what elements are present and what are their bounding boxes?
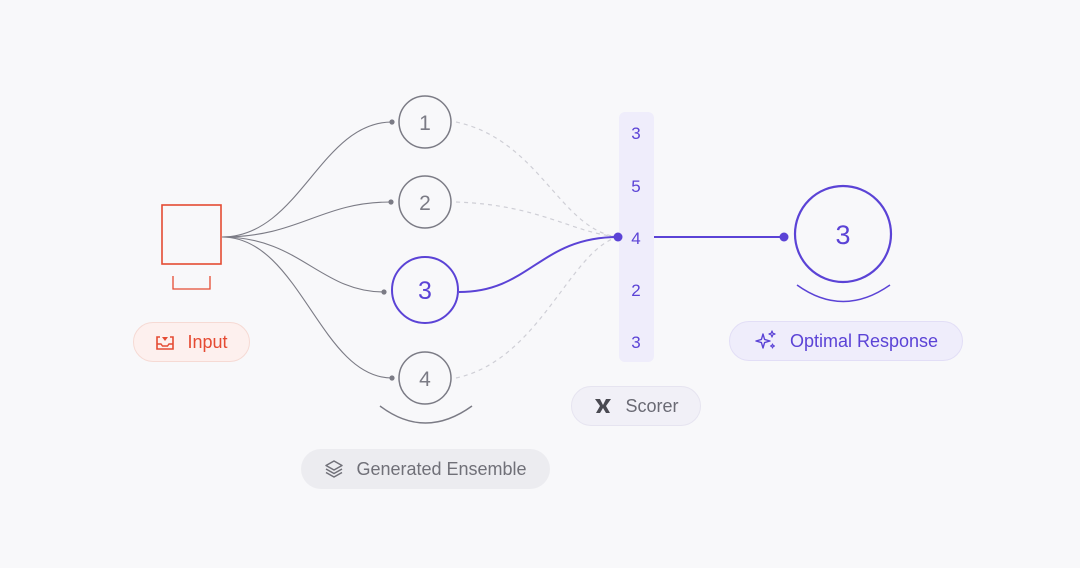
connector-dots [381,119,395,381]
score-5: 3 [631,333,640,352]
score-3: 4 [631,229,640,248]
optimal-node: 3 [793,184,893,284]
optimal-label: Optimal Response [789,330,939,351]
sparkles-icon [755,330,776,349]
connector-4 [221,236,393,379]
svg-text:2: 2 [419,192,431,215]
scorer-icon [595,399,612,413]
ensemble-node-4: 4 [398,351,452,405]
input-connectors [221,121,393,379]
optimal-stack-arc [796,284,891,303]
scorer-label: Scorer [625,395,679,416]
connector-3 [221,236,385,293]
score-1: 3 [631,124,640,143]
score-2: 5 [631,177,640,196]
input-tray [172,276,211,290]
svg-text:3: 3 [418,277,432,305]
svg-text:4: 4 [419,368,431,391]
optimal-label-pill: Optimal Response [729,321,963,361]
scorer-label-pill: Scorer [571,386,701,426]
input-label-pill: Input [133,322,250,362]
connector-2 [221,201,392,238]
ensemble-node-3: 3 [391,256,459,324]
layers-icon [325,460,344,478]
ensemble-label: Generated Ensemble [356,458,527,479]
ensemble-stack-arc [379,405,473,424]
dashed-connectors [455,121,619,379]
inbox-download-icon [156,336,175,350]
selected-path [458,236,619,293]
connector-1 [221,121,393,238]
svg-text:1: 1 [419,112,431,135]
input-box [161,204,222,265]
score-4: 2 [631,281,640,300]
ensemble-node-1: 1 [398,95,452,149]
input-label: Input [187,331,228,352]
scorer-entry-dot [613,232,623,242]
optimal-entry-dot [779,232,789,242]
ensemble-node-2: 2 [398,175,452,229]
ensemble-label-pill: Generated Ensemble [301,449,550,489]
svg-text:3: 3 [835,220,850,250]
score-values: 3 5 4 2 3 [631,124,640,352]
scorer-bar [619,112,654,362]
